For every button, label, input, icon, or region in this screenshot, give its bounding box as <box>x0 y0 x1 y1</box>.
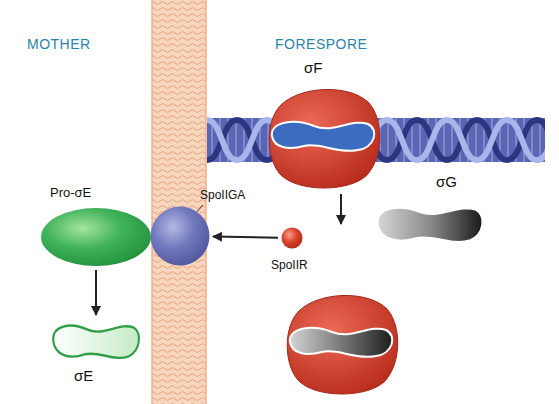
sigma-shape <box>53 326 139 358</box>
node-outline <box>374 200 486 246</box>
protein-ellipse <box>41 208 151 266</box>
node-label: σF <box>304 60 322 76</box>
membrane <box>152 0 206 404</box>
region-label: MOTHER <box>27 36 91 52</box>
membrane-band <box>152 0 206 404</box>
node-label: Pro-σE <box>50 185 91 201</box>
flow-arrow <box>213 237 278 238</box>
flow-arrow <box>340 194 342 224</box>
membrane-edge <box>151 0 153 404</box>
holoenzyme <box>287 295 398 394</box>
node-outline <box>264 84 382 192</box>
polymerase-shape <box>269 89 380 188</box>
sigma-shape <box>378 208 482 242</box>
membrane-texture <box>152 0 206 404</box>
sigma-factor: σG <box>374 200 486 246</box>
node-outline <box>40 207 152 267</box>
sigma-shape <box>290 328 392 357</box>
polymerase-holoenzyme: σF <box>264 84 382 192</box>
signal-circle <box>282 228 303 249</box>
node-outline <box>150 206 210 266</box>
polymerase-shape <box>287 295 398 394</box>
flow-arrow <box>95 270 97 315</box>
sigma-factor: σE <box>50 318 142 362</box>
pro-sigma-protein: Pro-σE <box>40 207 152 267</box>
node-label: σE <box>74 368 93 384</box>
node-label: SpoIIGA <box>200 187 245 203</box>
region-label: FORESPORE <box>275 36 367 52</box>
membrane-protease: SpoIIGA <box>150 206 210 266</box>
sigma-shape <box>272 122 374 151</box>
node-label: SpoIIR <box>271 257 308 273</box>
signal-protein: SpoIIR <box>281 227 303 249</box>
node-outline <box>281 227 303 249</box>
node-outline <box>50 318 142 362</box>
protease-circle <box>151 207 210 266</box>
node-label: σG <box>436 174 457 190</box>
